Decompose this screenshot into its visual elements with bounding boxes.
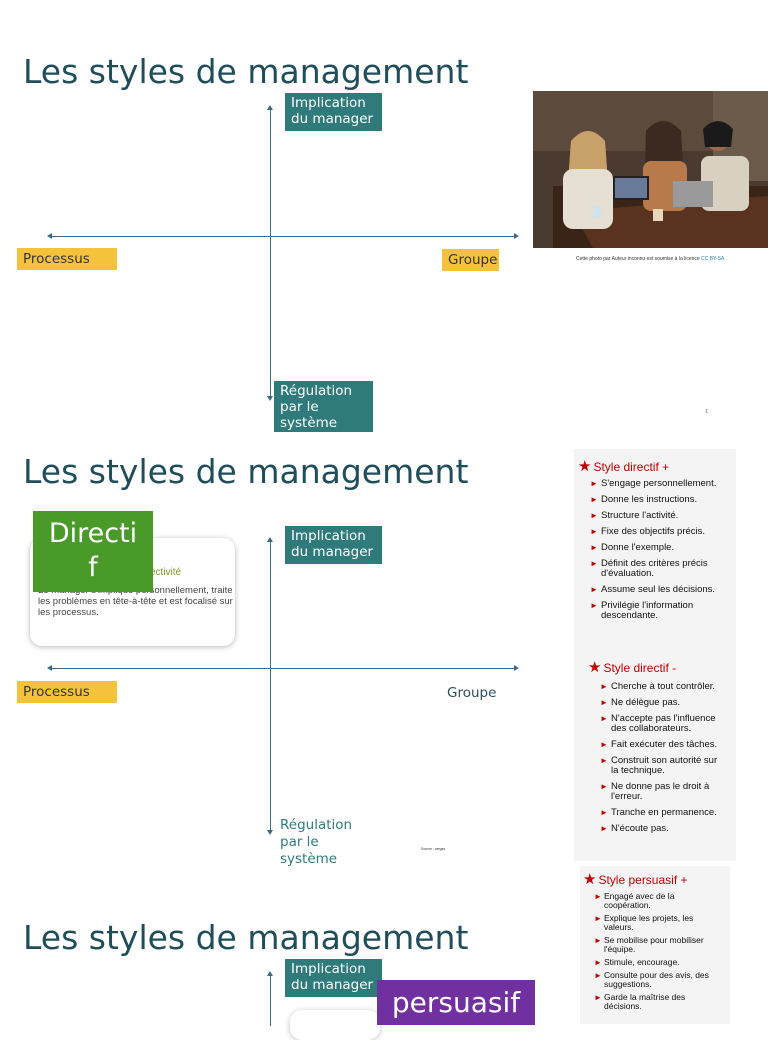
- triangle-bullet-icon: ►: [600, 808, 608, 817]
- triangle-bullet-icon: ►: [600, 682, 608, 691]
- list-item: ►Définit des critères précis d'évaluatio…: [590, 558, 708, 579]
- axis-label-processus: Processus: [17, 248, 117, 270]
- list-item: ►N'accepte pas l'influence des collabora…: [600, 713, 716, 734]
- section-heading: ★Style directif +: [578, 458, 670, 475]
- horizontal-axis: [52, 236, 514, 237]
- list-item: ►Se mobilise pour mobiliser l'équipe.: [594, 935, 704, 954]
- list-item: ►Fait exécuter des tâches.: [600, 739, 718, 750]
- triangle-bullet-icon: ►: [594, 936, 602, 945]
- list-persuasif-plus: ►Engagé avec de la coopération. ►Expliqu…: [594, 892, 726, 1015]
- arrow-right-icon: [514, 233, 519, 239]
- list-item: ►Consulte pour des avis, des suggestions…: [594, 970, 709, 989]
- slide-title: Les styles de management: [23, 452, 469, 491]
- triangle-bullet-icon: ►: [600, 782, 608, 791]
- arrow-down-icon: [267, 830, 273, 835]
- right-panel-persuasif: [580, 866, 730, 1024]
- list-directif-minus: ►Cherche à tout contrôler. ►Ne délègue p…: [600, 682, 732, 840]
- list-item: ►Explique les projets, les valeurs.: [594, 913, 694, 932]
- axis-label-groupe: Groupe: [442, 249, 499, 271]
- triangle-bullet-icon: ►: [594, 971, 602, 980]
- list-item: ►S'engage personnellement.: [590, 478, 717, 489]
- list-item: ►N'écoute pas.: [600, 823, 669, 834]
- triangle-bullet-icon: ►: [590, 559, 598, 568]
- axis-label-regulation: Régulation par le système: [280, 817, 353, 867]
- arrow-up-icon: [267, 971, 273, 976]
- list-item: ►Ne délègue pas.: [600, 697, 681, 708]
- triangle-bullet-icon: ►: [600, 714, 608, 723]
- right-panel-directif: [574, 449, 736, 861]
- triangle-bullet-icon: ►: [590, 511, 598, 520]
- triangle-bullet-icon: ►: [590, 601, 598, 610]
- slide-title: Les styles de management: [23, 52, 469, 91]
- triangle-bullet-icon: ►: [594, 958, 602, 967]
- triangle-bullet-icon: ►: [590, 479, 598, 488]
- triangle-bullet-icon: ►: [590, 527, 598, 536]
- axis-label-implication: Implication du manager: [285, 526, 382, 564]
- arrow-down-icon: [267, 396, 273, 401]
- list-item: ►Fixe des objectifs précis.: [590, 526, 706, 537]
- persuasif-badge: persuasif: [377, 980, 535, 1025]
- triangle-bullet-icon: ►: [600, 698, 608, 707]
- axis-label-implication: Implication du manager: [285, 93, 382, 131]
- section-heading: ★Style persuasif +: [583, 871, 688, 888]
- slide-1: Les styles de management Implication du …: [0, 0, 768, 432]
- photo-credit: Cette photo par Auteur inconnu est soumi…: [576, 256, 725, 262]
- triangle-bullet-icon: ►: [590, 585, 598, 594]
- star-icon: ★: [578, 458, 592, 475]
- list-item: ►Garde la maîtrise des décisions.: [594, 992, 686, 1011]
- list-item: ►Assume seul les décisions.: [590, 584, 716, 595]
- list-item: ►Stimule, encourage.: [594, 957, 680, 968]
- vertical-axis: [270, 110, 271, 396]
- list-item: ►Ne donne pas le droit à l'erreur.: [600, 781, 710, 802]
- directif-badge: Directi f: [33, 511, 153, 592]
- axis-label-implication: Implication du manager: [285, 959, 382, 997]
- source-note: Source : wegas: [421, 847, 446, 851]
- style-card: [290, 1010, 380, 1040]
- horizontal-axis: [52, 668, 514, 669]
- arrow-up-icon: [267, 105, 273, 110]
- list-item: ►Structure l'activité.: [590, 510, 679, 521]
- triangle-bullet-icon: ►: [600, 824, 608, 833]
- vertical-axis: [270, 542, 271, 830]
- list-item: ►Engagé avec de la coopération.: [594, 891, 675, 910]
- list-item: ►Donne les instructions.: [590, 494, 698, 505]
- page-number: 1: [705, 409, 709, 415]
- arrow-right-icon: [514, 665, 519, 671]
- triangle-bullet-icon: ►: [590, 543, 598, 552]
- star-icon: ★: [583, 871, 597, 888]
- team-photo: [533, 91, 768, 248]
- triangle-bullet-icon: ►: [594, 914, 602, 923]
- list-item: ►Tranche en permanence.: [600, 807, 717, 818]
- arrow-up-icon: [267, 537, 273, 542]
- slide-title: Les styles de management: [23, 918, 469, 957]
- triangle-bullet-icon: ►: [600, 756, 608, 765]
- axis-label-groupe: Groupe: [447, 685, 497, 701]
- arrow-left-icon: [47, 665, 52, 671]
- list-item: ►Construit son autorité sur la technique…: [600, 755, 718, 776]
- list-item: ►Privilégie l'information descendante.: [590, 600, 694, 621]
- triangle-bullet-icon: ►: [594, 892, 602, 901]
- list-item: ►Cherche à tout contrôler.: [600, 681, 716, 692]
- axis-label-processus: Processus: [17, 681, 117, 703]
- list-directif-plus: ►S'engage personnellement. ►Donne les in…: [590, 479, 736, 627]
- axis-label-regulation: Régulation par le système: [274, 381, 373, 432]
- arrow-left-icon: [47, 233, 52, 239]
- star-icon: ★: [588, 659, 602, 676]
- license-link[interactable]: CC BY-SA: [701, 256, 725, 262]
- triangle-bullet-icon: ►: [600, 740, 608, 749]
- vertical-axis: [270, 976, 271, 1026]
- card-title: ectivité: [150, 567, 182, 578]
- triangle-bullet-icon: ►: [594, 993, 602, 1002]
- triangle-bullet-icon: ►: [590, 495, 598, 504]
- list-item: ►Donne l'exemple.: [590, 542, 675, 553]
- section-heading: ★Style directif -: [588, 659, 677, 676]
